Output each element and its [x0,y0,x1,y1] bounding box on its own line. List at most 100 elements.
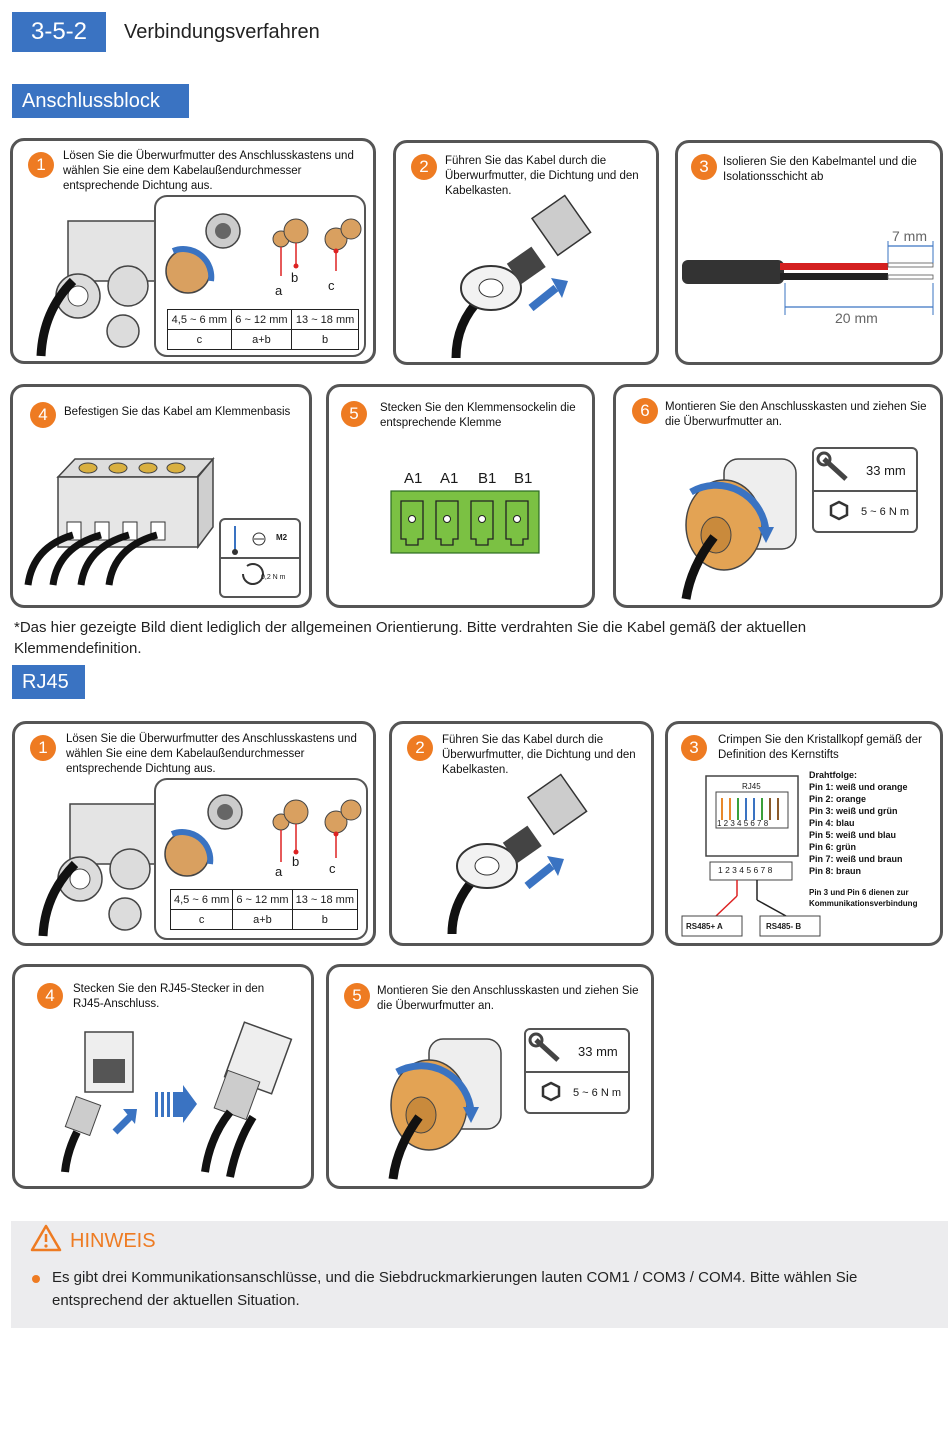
rj45-pinout-diagram [681,775,821,937]
step-badge: 2 [407,735,433,761]
step-text: Befestigen Sie das Kabel am Klemmenbasis [64,406,291,418]
cable-through-gland-illustration [451,194,592,359]
wire-order-pin: Pin 8: braun [809,866,862,876]
rj45-plug-illustration [61,1021,293,1178]
step-text: Isolieren Sie den Kabelmantel und die Is… [723,156,917,183]
step-badge: 6 [632,398,658,424]
seal-size-value: a+b [230,329,293,350]
seal-size-value: c [169,909,234,930]
rj45-pin-numbers: 1 2 3 4 5 6 7 8 [718,865,773,875]
step-badge: 2 [411,154,437,180]
step-badge: 1 [30,735,56,761]
hint-text: Es gibt drei Kommunikationsanschlüsse, u… [52,1269,858,1309]
stripped-cable-illustration [682,241,934,315]
seal-label-c: c [328,278,335,293]
rj45-connector-label: RJ45 [742,782,761,791]
tb-step-3-card: 3 Isolieren Sie den Kabelmantel und die … [675,140,943,365]
wrench-spec-box: 33 mm 5 ~ 6 N m [812,447,918,533]
step-badge: 5 [344,983,370,1009]
wrench-icon [526,1032,628,1102]
rj45-step-5-card: 5 Montieren Sie den Anschlusskasten und … [326,964,654,1189]
step-badge: 5 [341,401,367,427]
seal-size-header: 6 ~ 12 mm [230,309,293,330]
seal-size-header: 13 ~ 18 mm [291,309,359,330]
terminal-label: B1 [514,470,533,487]
bullet-icon [32,1275,40,1283]
rj45-step-3-card: 3 Crimpen Sie den Kristallkopf gemäß der… [665,721,943,946]
step-badge: 3 [681,735,707,761]
step-text: Führen Sie das Kabel durch die Überwurfm… [442,734,636,776]
strip-length-long: 20 mm [835,310,878,326]
wrench-size: 33 mm [866,463,906,478]
rj45-heading: RJ45 [12,665,85,699]
seal-size-header: 6 ~ 12 mm [232,889,293,910]
step-text: Lösen Sie die Überwurfmutter des Anschlu… [66,733,357,775]
tb-step-1-card: 1 Lösen Sie die Überwurfmutter des Ansch… [10,138,376,364]
seal-label-a: a [275,283,283,298]
seal-size-header: 13 ~ 18 mm [291,889,359,910]
wrench-icon [814,451,916,521]
seal-size-value: b [291,909,359,930]
step-text: Montieren Sie den Anschlusskasten und zi… [377,985,639,1012]
hint-title: HINWEIS [70,1230,156,1252]
seal-size-value: a+b [232,909,293,930]
section-number: 3-5-2 [12,12,106,52]
wire-order-pin: Pin 5: weiß und blau [809,830,897,840]
terminal-base-illustration [24,456,215,586]
step-badge: 1 [28,152,54,178]
screw-torque: 0,2 N m [261,574,286,581]
step-badge: 4 [30,402,56,428]
warning-icon [30,1224,62,1252]
tb-step-5-card: 5 Stecken Sie den Klemmensockelin die en… [326,384,595,608]
wire-order-pin: Pin 4: blau [809,818,855,828]
rs485-a-label: RS485+ A [686,922,723,931]
wiring-note: *Das hier gezeigte Bild dient lediglich … [14,619,807,657]
terminal-label: A1 [404,470,423,487]
seal-size-value: b [291,329,359,350]
rj45-step-2-card: 2 Führen Sie das Kabel durch die Überwur… [389,721,654,946]
cable-through-gland-illustration [447,773,588,935]
mount-gland-illustration [388,1038,502,1180]
wrench-spec-box: 33 mm 5 ~ 6 N m [524,1028,630,1114]
strip-length-short: 7 mm [892,228,927,244]
seal-size-header: 4,5 ~ 6 mm [167,309,232,330]
green-terminal-block [390,490,540,554]
step-text: Stecken Sie den RJ45-Stecker in den RJ45… [73,983,265,1010]
rs485-b-label: RS485- B [766,922,802,931]
wire-order-pin: Pin 6: grün [809,842,856,852]
screw-spec-box: M2 0,2 N m [219,518,301,598]
wire-order-pin: Pin 7: weiß und braun [809,854,903,864]
hint-box [11,1221,948,1328]
step-text: Lösen Sie die Überwurfmutter des Anschlu… [63,150,354,192]
tb-step-6-card: 6 Montieren Sie den Anschlusskasten und … [613,384,943,608]
seal-size-header: 4,5 ~ 6 mm [169,889,234,910]
terminal-label: B1 [478,470,497,487]
section-title: Verbindungsverfahren [124,21,320,43]
step-text: Führen Sie das Kabel durch die Überwurfm… [445,155,639,197]
seal-label-c: c [329,861,336,876]
wrench-torque: 5 ~ 6 N m [861,506,909,518]
terminal-label: A1 [440,470,459,487]
seal-label-a: a [275,864,283,879]
step-badge: 3 [691,154,717,180]
mount-gland-illustration [681,458,797,600]
rj45-step-1-card: 1 Lösen Sie die Überwurfmutter des Ansch… [12,721,376,946]
rj45-step-4-card: 4 Stecken Sie den RJ45-Stecker in den RJ… [12,964,314,1189]
step-text: Stecken Sie den Klemmensockelin die ents… [380,402,576,429]
rj45-pin-numbers: 1 2 3 4 5 6 7 8 [717,819,769,828]
wire-order-pin: Pin 2: orange [809,794,867,804]
tb-step-2-card: 2 Führen Sie das Kabel durch die Überwur… [393,140,659,365]
wire-order-title: Drahtfolge: [809,770,857,780]
step-text: Montieren Sie den Anschlusskasten und zi… [665,401,927,428]
seal-label-b: b [291,270,299,285]
wire-order-pin: Pin 3: weiß und grün [809,806,898,816]
seal-label-b: b [292,854,300,869]
step-text: Crimpen Sie den Kristallkopf gemäß der D… [718,734,922,761]
step-badge: 4 [37,983,63,1009]
wire-order-pin: Pin 1: weiß und orange [809,782,908,792]
screwdriver-size: M2 [276,533,288,542]
tb-step-4-card: 4 Befestigen Sie das Kabel am Klemmenbas… [10,384,312,608]
seal-size-value: c [167,329,232,350]
